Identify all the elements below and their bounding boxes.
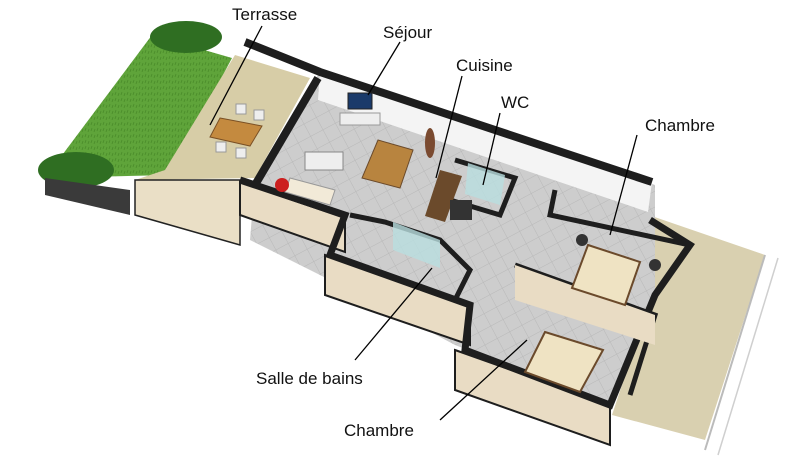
terrace-chair-d — [235, 147, 247, 159]
label-terrasse: Terrasse — [232, 5, 297, 24]
back-wall-face — [318, 72, 652, 212]
terrace-chair-a — [235, 103, 247, 115]
hedge-left — [38, 152, 114, 188]
coffee-table — [304, 151, 344, 171]
label-salle-de-bains: Salle de bains — [256, 369, 363, 388]
bedroom1-walls — [547, 189, 691, 248]
bedroom2-inner-wall — [515, 265, 655, 345]
bed-1 — [570, 243, 642, 307]
tv-screen — [347, 92, 373, 110]
right-edge-line — [704, 254, 766, 451]
lawn-base — [45, 178, 130, 215]
bathroom-glass — [393, 222, 440, 268]
leader-terrasse — [209, 25, 263, 126]
hedge-top — [150, 21, 222, 53]
label-sejour: Séjour — [383, 23, 432, 42]
bed-2 — [523, 330, 605, 394]
dining-table — [361, 139, 414, 189]
terrace-slab — [135, 55, 310, 180]
leader-salle-de-bains — [354, 267, 433, 361]
kitchen-counter — [425, 170, 462, 222]
terrace-face — [134, 179, 241, 246]
nightstand-1 — [576, 234, 588, 246]
label-chambre-2: Chambre — [344, 421, 414, 440]
label-wc: WC — [501, 93, 529, 112]
nightstand-2 — [649, 259, 661, 271]
terrace-chair-c — [215, 141, 227, 153]
left-wall-top — [251, 75, 322, 188]
terrace-chair-b — [253, 109, 265, 121]
right-edge-line-2 — [717, 257, 779, 456]
label-chambre-1: Chambre — [645, 116, 715, 135]
leader-sejour — [367, 41, 401, 96]
front-wall-top — [238, 176, 695, 410]
leader-wc — [482, 112, 501, 186]
wc-glass — [465, 163, 505, 205]
label-cuisine: Cuisine — [456, 56, 513, 75]
person-figure — [425, 128, 435, 158]
tv-unit — [339, 112, 381, 126]
red-chair — [275, 178, 289, 192]
leader-chambre-1 — [609, 134, 638, 236]
kitchen-oven — [450, 200, 472, 220]
leader-cuisine — [435, 75, 463, 179]
terrace-table — [209, 117, 263, 147]
back-wall-top — [243, 38, 654, 186]
leader-chambre-2 — [439, 339, 528, 421]
